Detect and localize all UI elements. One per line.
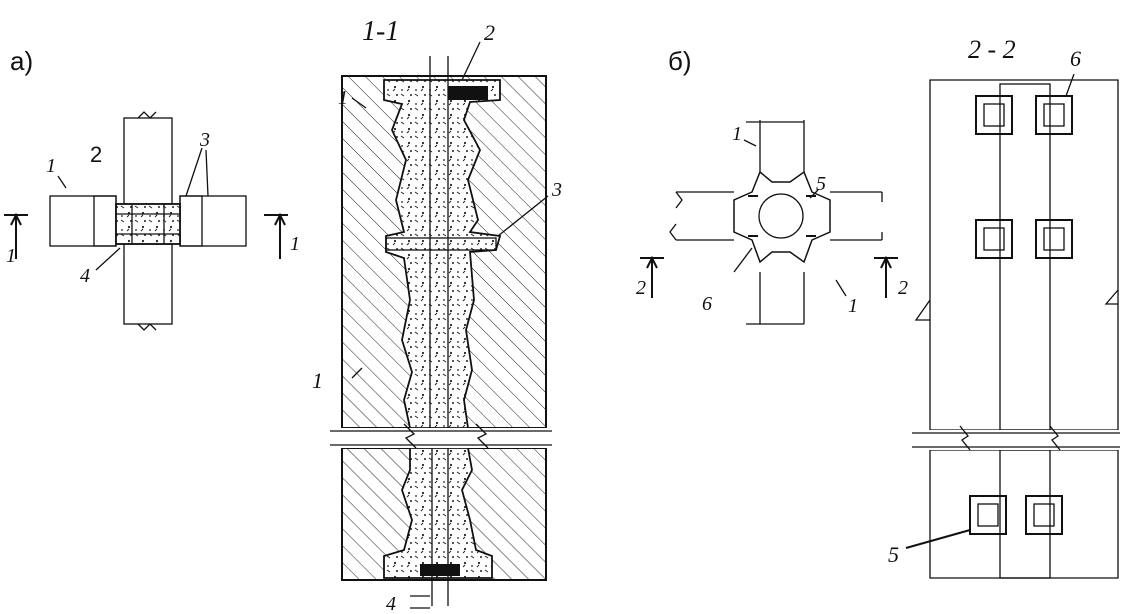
label-b-cut-right: 2 — [898, 277, 908, 299]
plan-a-wall-left — [49, 195, 117, 247]
plan-b — [640, 120, 898, 325]
label-section-2: 2 - 2 — [968, 35, 1016, 64]
plan-a-core — [115, 203, 181, 245]
label-part-a: а) — [10, 46, 33, 76]
label-part-b: б) — [668, 46, 692, 76]
section-1-plate-bottom — [420, 564, 460, 576]
label-s1-3: 3 — [551, 179, 562, 201]
label-s2-6: 6 — [1070, 46, 1081, 71]
section-2-frame-lower — [929, 449, 1119, 579]
label-b-5: 5 — [816, 173, 826, 195]
plan-a-wall-top — [123, 117, 173, 205]
plan-b-core — [733, 170, 831, 264]
section-1-plate-top — [448, 86, 488, 100]
label-a-4: 4 — [80, 265, 90, 287]
label-s1-4: 4 — [386, 593, 396, 614]
label-a-2: 2 — [90, 142, 102, 167]
label-a-cut-left: 1 — [6, 245, 16, 267]
section-2-2 — [905, 73, 1120, 579]
label-section-1: 1-1 — [362, 16, 399, 47]
label-a-3: 3 — [199, 129, 210, 151]
section-2-plates — [969, 95, 1073, 535]
label-a-cut-right: 1 — [290, 233, 300, 255]
plan-a-wall-right — [179, 195, 247, 247]
plan-a-wall-bottom — [123, 243, 173, 325]
label-b-1-top: 1 — [732, 123, 742, 145]
label-s1-2: 2 — [484, 20, 495, 45]
label-s1-1-bottom: 1 — [312, 368, 323, 393]
section-1-grout-lower — [383, 447, 493, 579]
label-b-1-bottom: 1 — [848, 295, 858, 317]
plan-a-break-bottom — [137, 323, 157, 331]
label-a-1: 1 — [46, 155, 56, 177]
plan-a-insul-right — [179, 195, 203, 247]
label-b-cut-left: 2 — [636, 277, 646, 299]
plan-a-insul-left — [93, 195, 117, 247]
section-1-grout-upper — [383, 79, 502, 429]
section-2-frame-upper — [929, 79, 1119, 431]
label-s1-1-top: 1 — [338, 87, 348, 109]
section-1-1 — [330, 41, 552, 609]
plan-a-break-top — [137, 111, 157, 119]
plan-a — [4, 111, 288, 331]
label-s2-5: 5 — [888, 542, 899, 567]
label-b-6: 6 — [702, 293, 712, 315]
